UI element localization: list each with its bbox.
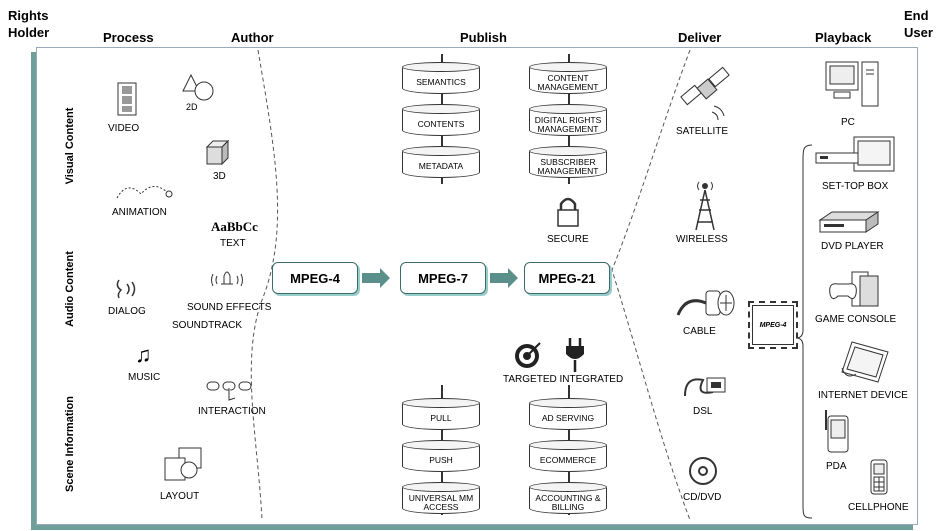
- metadata-label: METADATA: [418, 161, 464, 171]
- interaction-label: INTERACTION: [198, 406, 266, 417]
- text-label: TEXT: [220, 238, 246, 249]
- contents-label: CONTENTS: [417, 119, 465, 129]
- ecommerce-label: ECOMMERCE: [539, 455, 597, 465]
- mpeg4-chip-icon: MPEG-4: [748, 301, 798, 349]
- internet-device-label: INTERNET DEVICE: [818, 390, 908, 401]
- layout-icon: [164, 447, 202, 481]
- deliver-header: Deliver: [678, 30, 722, 45]
- secure-label: SECURE: [547, 234, 589, 245]
- cddvd-label: CD/DVD: [683, 492, 722, 503]
- disc-icon: [689, 457, 717, 485]
- process-header: Process: [103, 30, 154, 45]
- video-icon: [117, 82, 137, 116]
- music-label: MUSIC: [128, 372, 161, 383]
- semantics-label: SEMANTICS: [416, 77, 466, 87]
- cellphone-icon: [870, 459, 888, 495]
- dvd-player-icon: [818, 211, 880, 233]
- game-console-icon: [829, 271, 879, 307]
- drm-label: DIGITAL RIGHTS MANAGEMENT: [534, 114, 602, 134]
- lock-icon: [557, 197, 579, 227]
- pda-icon: [825, 410, 849, 453]
- contents-cylinder: CONTENTS: [402, 104, 480, 136]
- game-console-label: GAME CONSOLE: [815, 314, 897, 325]
- targeted-integrated-label: TARGETED INTEGRATED: [503, 374, 624, 385]
- chip-label: MPEG-4: [759, 321, 787, 329]
- rights-holder-title-line2: Holder: [8, 25, 50, 40]
- wireless-label: WIRELESS: [676, 234, 728, 245]
- push-label: PUSH: [429, 455, 453, 465]
- scene-information-label: Scene Information: [64, 396, 76, 492]
- pda-label: PDA: [826, 461, 847, 472]
- animation-label: ANIMATION: [112, 207, 167, 218]
- cellphone-label: CELLPHONE: [848, 502, 909, 513]
- video-label: VIDEO: [108, 123, 140, 134]
- cable-icon: [676, 290, 735, 316]
- internet-device-icon: [841, 341, 889, 383]
- ad-serving-cylinder: AD SERVING: [529, 398, 607, 430]
- dialog-icon: [116, 279, 136, 299]
- visual-content-label: Visual Content: [64, 107, 76, 185]
- content-management-cylinder: CONTENT MANAGEMENT: [529, 62, 607, 94]
- audio-content-label: Audio Content: [64, 251, 76, 327]
- music-icon: ♫: [135, 342, 152, 367]
- target-icon: [515, 342, 541, 368]
- dvd-label: DVD PLAYER: [821, 241, 884, 252]
- metadata-cylinder: METADATA: [402, 146, 480, 178]
- cube-3d-icon: [205, 139, 230, 166]
- dsl-icon: [684, 377, 726, 397]
- ad-serving-label: AD SERVING: [541, 413, 595, 423]
- universal-mm-access-label: UNIVERSAL MM ACCESS: [408, 492, 474, 512]
- settop-label: SET-TOP BOX: [822, 181, 889, 192]
- ecommerce-cylinder: ECOMMERCE: [529, 440, 607, 472]
- satellite-label: SATELLITE: [676, 126, 729, 137]
- arrow-right-icon: [362, 268, 390, 288]
- semantics-cylinder: SEMANTICS: [402, 62, 480, 94]
- content-management-label: CONTENT MANAGEMENT: [537, 72, 599, 92]
- mpeg4-box: MPEG-4: [272, 262, 358, 294]
- pc-label: PC: [841, 117, 855, 128]
- plug-icon: [566, 338, 584, 372]
- sound-effects-icon: [211, 271, 243, 287]
- satellite-icon: [680, 66, 730, 121]
- end-user-title-line2: User: [904, 25, 933, 40]
- mpeg7-box: MPEG-7: [400, 262, 486, 294]
- twod-label: 2D: [186, 102, 198, 112]
- cable-label: CABLE: [683, 326, 716, 337]
- text-sample: AaBbCc: [211, 219, 258, 234]
- author-header: Author: [231, 30, 274, 45]
- pc-icon: [825, 61, 879, 107]
- wireless-tower-icon: [695, 181, 715, 231]
- subscriber-management-label: SUBSCRIBER MANAGEMENT: [537, 156, 599, 176]
- animation-icon: [116, 186, 173, 199]
- subscriber-management-cylinder: SUBSCRIBER MANAGEMENT: [529, 146, 607, 178]
- drm-cylinder: DIGITAL RIGHTS MANAGEMENT: [529, 104, 607, 136]
- interaction-icon: [206, 381, 252, 401]
- end-user-title-line1: End: [904, 8, 929, 23]
- publish-header: Publish: [460, 30, 507, 45]
- layout-label: LAYOUT: [160, 491, 200, 502]
- universal-mm-access-cylinder: UNIVERSAL MM ACCESS: [402, 482, 480, 514]
- playback-header: Playback: [815, 30, 872, 45]
- set-top-box-icon: [815, 136, 895, 172]
- dsl-label: DSL: [693, 406, 713, 417]
- dialog-label: DIALOG: [108, 306, 146, 317]
- sound-effects-label: SOUND EFFECTS: [187, 302, 272, 313]
- soundtrack-label: SOUNDTRACK: [172, 320, 243, 331]
- shapes-2d-icon: [182, 73, 214, 101]
- mpeg21-box: MPEG-21: [524, 262, 610, 294]
- rights-holder-title-line1: Rights: [8, 8, 49, 23]
- arrow-right-icon: [490, 268, 518, 288]
- accounting-billing-label: ACCOUNTING & BILLING: [535, 492, 601, 512]
- accounting-billing-cylinder: ACCOUNTING & BILLING: [529, 482, 607, 514]
- threed-label: 3D: [213, 171, 226, 182]
- pull-label: PULL: [430, 413, 452, 423]
- pull-cylinder: PULL: [402, 398, 480, 430]
- push-cylinder: PUSH: [402, 440, 480, 472]
